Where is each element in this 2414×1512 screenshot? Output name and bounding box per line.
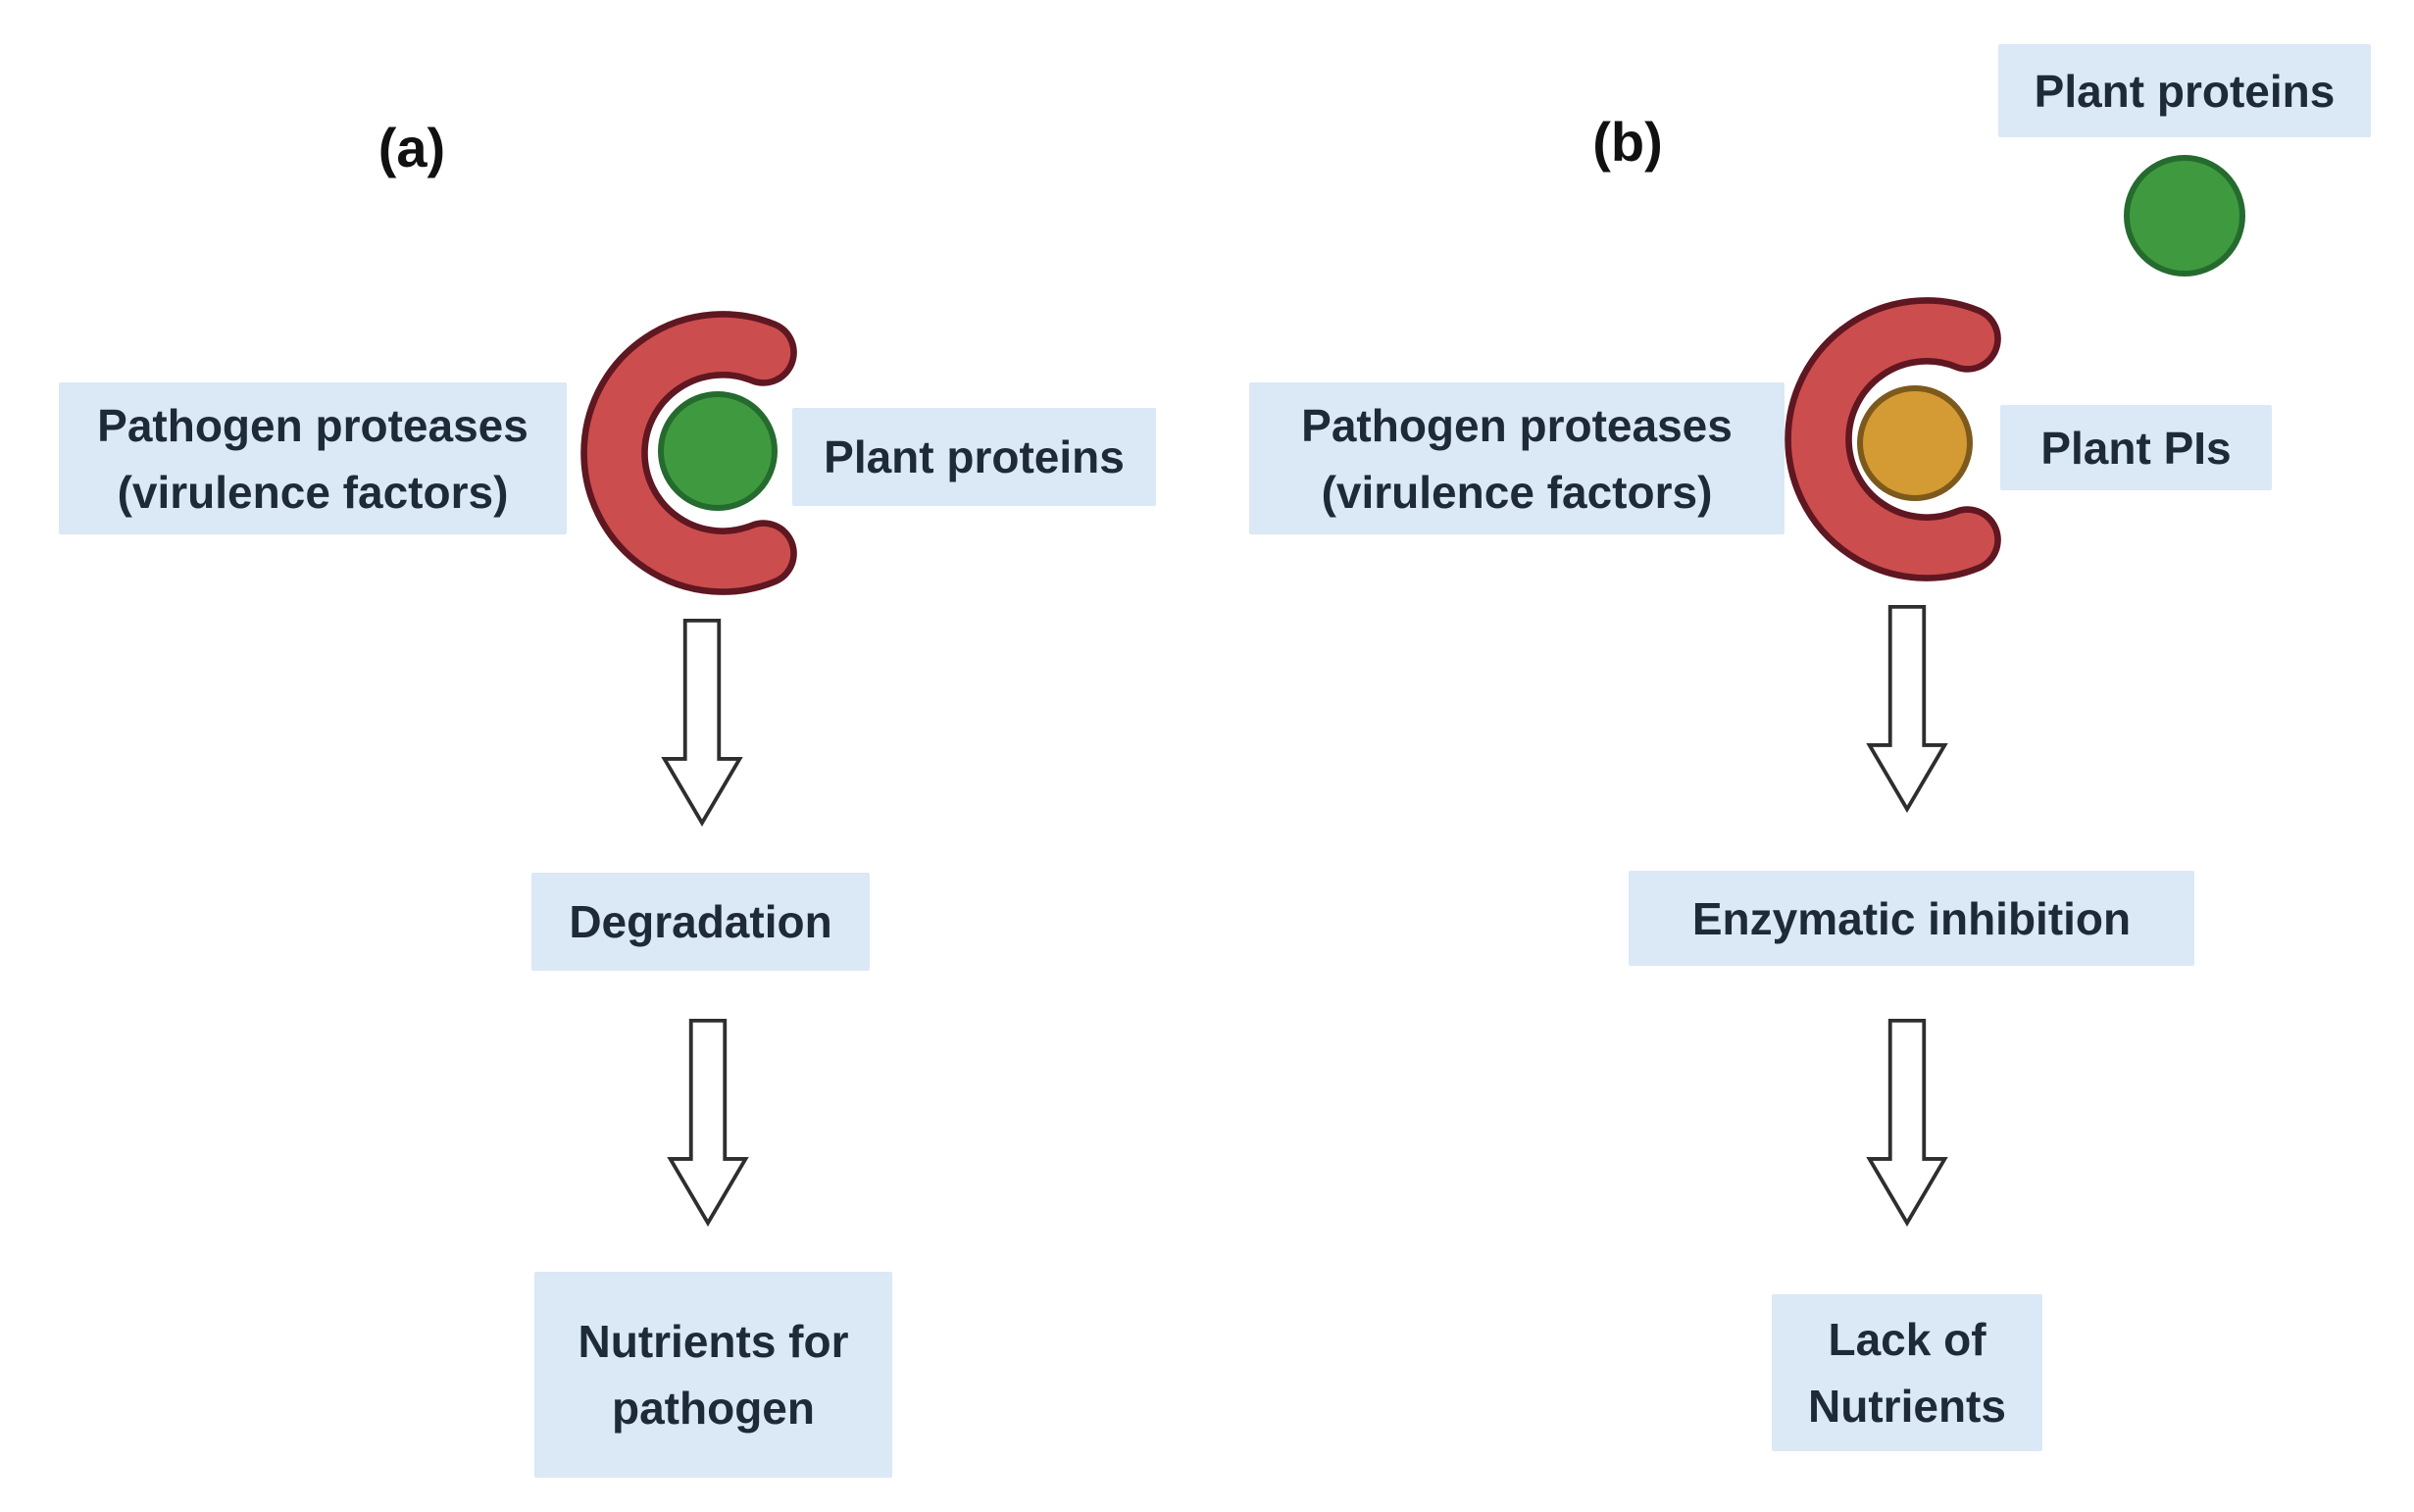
panel-b-lack-line2: Nutrients xyxy=(1808,1381,2006,1432)
hollow-down-arrow-icon xyxy=(1866,604,1948,813)
panel-b-enzymatic-inhibition-label: Enzymatic inhibition xyxy=(1629,871,2194,966)
panel-a-protease-label: Pathogen proteases (virulence factors) xyxy=(59,382,567,534)
panel-b-enzymatic-inhibition-text: Enzymatic inhibition xyxy=(1691,892,2132,944)
plant-pi-circle-icon xyxy=(1857,385,1973,501)
panel-b-protease-label-line1: Pathogen proteases xyxy=(1301,399,1733,451)
panel-a-degradation-text: Degradation xyxy=(569,896,832,947)
panel-b-plant-pis-label: Plant PIs xyxy=(2000,405,2272,490)
hollow-down-arrow-icon xyxy=(661,618,743,827)
panel-b-protease-label-line2: (virulence factors) xyxy=(1321,466,1713,518)
panel-b-tag: (b) xyxy=(1592,111,1663,173)
panel-b-lack-of-nutrients-label: Lack of Nutrients xyxy=(1772,1294,2042,1451)
hollow-down-arrow-icon xyxy=(1866,1018,1948,1227)
panel-a-nutrients-line2: pathogen xyxy=(612,1383,815,1434)
pathogen-protease-crescent-icon xyxy=(580,311,797,595)
panel-b-free-plant-proteins-label: Plant proteins xyxy=(1998,44,2371,137)
hollow-down-arrow-icon xyxy=(667,1018,749,1227)
panel-a-tag: (a) xyxy=(377,117,446,178)
plant-protein-circle-icon xyxy=(2124,155,2245,277)
panel-a-plant-proteins-label: Plant proteins xyxy=(792,408,1156,506)
panel-a-nutrients-line1: Nutrients for xyxy=(578,1316,849,1367)
panel-a-nutrients-label: Nutrients for pathogen xyxy=(534,1272,892,1478)
panel-a-protease-label-line2: (virulence factors) xyxy=(117,466,509,518)
plant-protein-circle-icon xyxy=(658,391,778,511)
panel-a-plant-proteins-text: Plant proteins xyxy=(824,431,1125,482)
panel-b-plant-pis-text: Plant PIs xyxy=(2040,422,2232,474)
pathogen-protease-crescent-icon xyxy=(1785,297,2001,581)
panel-a-protease-label-line1: Pathogen proteases xyxy=(97,399,528,451)
panel-b-protease-label: Pathogen proteases (virulence factors) xyxy=(1249,382,1785,534)
panel-a-degradation-label: Degradation xyxy=(531,873,870,971)
panel-b-free-plant-proteins-text: Plant proteins xyxy=(2034,65,2336,117)
panel-b-lack-line1: Lack of xyxy=(1828,1314,1987,1365)
